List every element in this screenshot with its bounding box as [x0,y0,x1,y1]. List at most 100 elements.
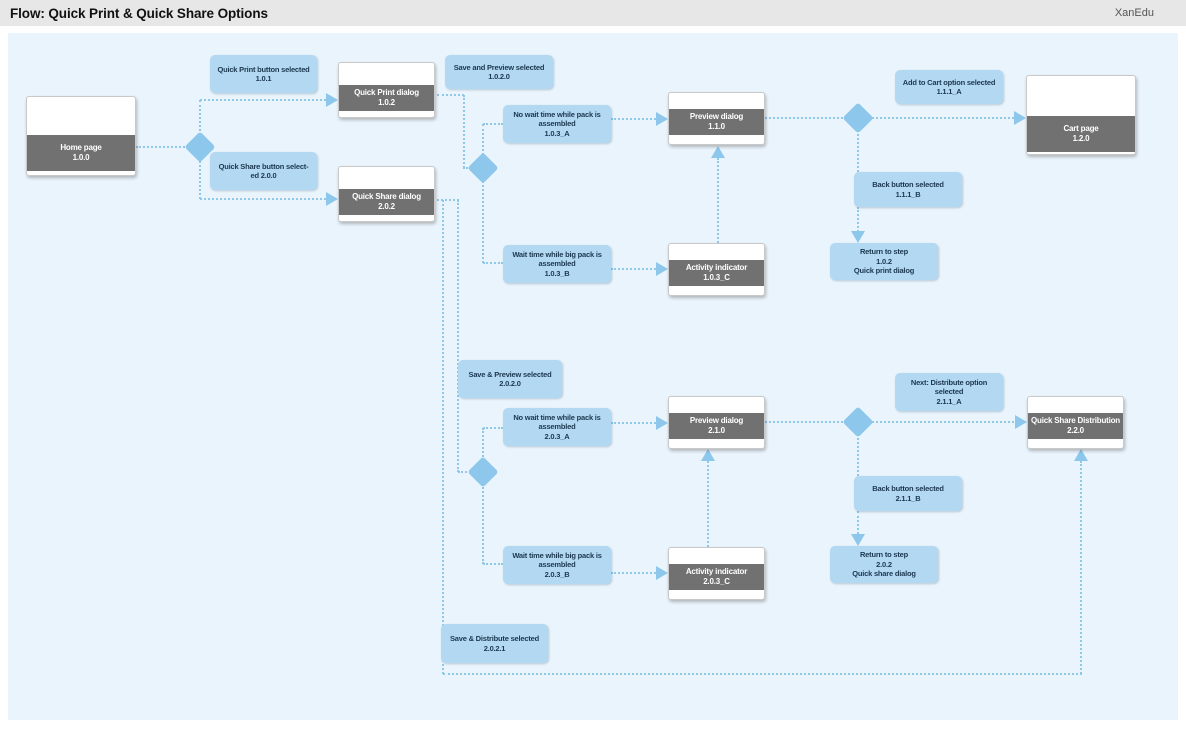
connector-wait-1-to-activity-1 [611,268,656,270]
decision-diamond-preview-1 [842,102,874,134]
connector-activity-1-to-preview-1 [717,158,719,243]
node-name: Quick Share Distribution [1031,416,1120,425]
connector-back-2-to-return-2 [857,511,859,534]
node-name: Quick Print dialog [354,88,419,97]
decision-diamond-share-wait [467,456,499,488]
node-code: 2.0.2 [378,202,395,211]
node-quick-share-distribution: Quick Share Distribution 2.2.0 [1027,396,1124,449]
connector-to-no-wait-2 [483,427,503,429]
label-wait-time-2: Wait time while big pack is assembled 2.… [503,546,611,584]
label-text: Wait time while big pack is assembled 2.… [512,550,602,579]
label-text: Save and Preview selected 1.0.2.0 [453,62,545,82]
node-cart-page: Cart page 1.2.0 [1026,75,1136,155]
arrow-into-activity-2-icon [656,566,668,580]
node-quick-print-dialog: Quick Print dialog 1.0.2 [338,62,435,118]
label-text: Quick Print button selected 1.0.1 [217,64,310,84]
arrow-up-preview-2-icon [701,449,715,461]
connector-preview-1-to-branch [765,117,847,119]
label-text: No wait time while pack is assembled 2.0… [513,412,601,441]
connector-wait-2-to-activity-2 [611,572,656,574]
label-return-to-step-1: Return to step 1.0.2 Quick print dialog [830,243,938,280]
label-wait-time-1: Wait time while big pack is assembled 1.… [503,245,611,283]
node-preview-dialog-2: Preview dialog 2.1.0 [668,396,765,449]
arrow-into-quick-print-icon [326,93,338,107]
connector-no-wait-1-to-preview-1 [611,118,656,120]
diagram-canvas: Home page 1.0.0 Quick Print dialog 1.0.2… [8,33,1178,720]
node-name: Preview dialog [689,112,744,121]
label-text: Return to step 2.0.2 Quick share dialog [852,550,916,579]
node-quick-share-distribution-band: Quick Share Distribution 2.2.0 [1028,413,1123,439]
label-back-button-selected-2: Back button selected 2.1.1_B [854,476,962,511]
label-text: Back button selected 2.1.1_B [872,484,944,503]
connector-share-to-distribute-stem [442,200,444,674]
label-save-and-preview-selected: Save and Preview selected 1.0.2.0 [445,55,553,89]
connector-to-wait-1 [483,262,503,264]
connector-quick-share-out [437,199,459,201]
connector-activity-2-to-preview-2 [707,461,709,547]
node-activity-indicator-2: Activity indicator 2.0.3_C [668,547,765,600]
connector-home-to-branch [136,146,189,148]
arrow-up-preview-1-icon [711,146,725,158]
label-text: Save & Distribute selected 2.0.2.1 [449,634,539,653]
node-quick-share-dialog: Quick Share dialog 2.0.2 [338,166,435,222]
node-code: 1.0.0 [72,153,90,162]
node-code: 1.2.0 [1072,134,1090,143]
connector-back-1-to-return-1 [857,207,859,232]
brand-xanedu: XanEdu [1114,7,1154,19]
connector-branch-to-quick-print [200,99,326,101]
label-save-distribute-selected: Save & Distribute selected 2.0.2.1 [441,624,548,663]
connector-quick-print-out [437,94,464,96]
node-preview-dialog-1-band: Preview dialog 1.1.0 [669,109,764,135]
node-activity-indicator-1: Activity indicator 1.0.3_C [668,243,765,296]
connector-branch-to-back-1 [857,118,859,172]
arrow-up-distribution-icon [1074,449,1088,461]
node-code: 1.0.2 [378,98,395,107]
node-name: Activity indicator [685,263,748,272]
connector-print-down [463,95,465,168]
connector-to-no-wait-1 [483,123,503,125]
connector-branch-to-back-2 [857,422,859,476]
arrow-into-cart-icon [1014,111,1026,125]
label-text: Next: Distribute option selected 2.1.1_A [910,377,988,406]
label-text: Add to Cart option selected 1.1.1_A [902,77,996,97]
node-code: 2.2.0 [1067,426,1084,435]
decision-diamond-preview-2 [842,406,874,438]
label-next-distribute-option: Next: Distribute option selected 2.1.1_A [895,373,1003,411]
node-home-page: Home page 1.0.0 [26,96,136,176]
node-quick-print-dialog-band: Quick Print dialog 1.0.2 [339,85,434,111]
node-name: Quick Share dialog [352,192,421,201]
node-activity-indicator-2-band: Activity indicator 2.0.3_C [669,564,764,590]
connector-preview-2-to-branch [765,421,847,423]
label-text: Wait time while big pack is assembled 1.… [512,249,602,278]
label-save-preview-selected-2: Save & Preview selected 2.0.2.0 [458,360,562,398]
node-name: Home page [60,143,102,152]
arrow-into-preview-1-icon [656,112,668,126]
connector-branch-to-distribution [869,421,1014,423]
label-text: Return to step 1.0.2 Quick print dialog [853,247,915,276]
node-home-page-band: Home page 1.0.0 [27,135,135,171]
connector-branch-to-cart [869,117,1014,119]
node-preview-dialog-2-band: Preview dialog 2.1.0 [669,413,764,439]
title-bar: Flow: Quick Print & Quick Share Options … [0,0,1186,26]
arrow-into-preview-2-icon [656,416,668,430]
connector-to-wait-2 [483,563,503,565]
arrow-down-return-1-icon [851,231,865,243]
node-preview-dialog-1: Preview dialog 1.1.0 [668,92,765,145]
label-back-button-selected-1: Back button selected 1.1.1_B [854,172,962,207]
label-text: Save & Preview selected 2.0.2.0 [468,369,552,389]
label-add-to-cart-option: Add to Cart option selected 1.1.1_A [895,70,1003,104]
label-quick-share-button-selected: Quick Share button select- ed 2.0.0 [210,152,317,190]
node-name: Preview dialog [689,416,744,425]
node-code: 1.1.0 [708,122,725,131]
label-no-wait-time-2: No wait time while pack is assembled 2.0… [503,408,611,446]
connector-up-to-distribution [1080,461,1082,674]
node-code: 1.0.3_C [703,273,730,282]
node-name: Activity indicator [685,567,748,576]
connector-share-to-preview-stem [457,200,459,472]
node-quick-share-dialog-band: Quick Share dialog 2.0.2 [339,189,434,215]
label-return-to-step-2: Return to step 2.0.2 Quick share dialog [830,546,938,583]
label-text: No wait time while pack is assembled 1.0… [513,109,601,138]
label-quick-print-button-selected: Quick Print button selected 1.0.1 [210,55,317,93]
label-text: Quick Share button select- ed 2.0.0 [218,161,309,181]
